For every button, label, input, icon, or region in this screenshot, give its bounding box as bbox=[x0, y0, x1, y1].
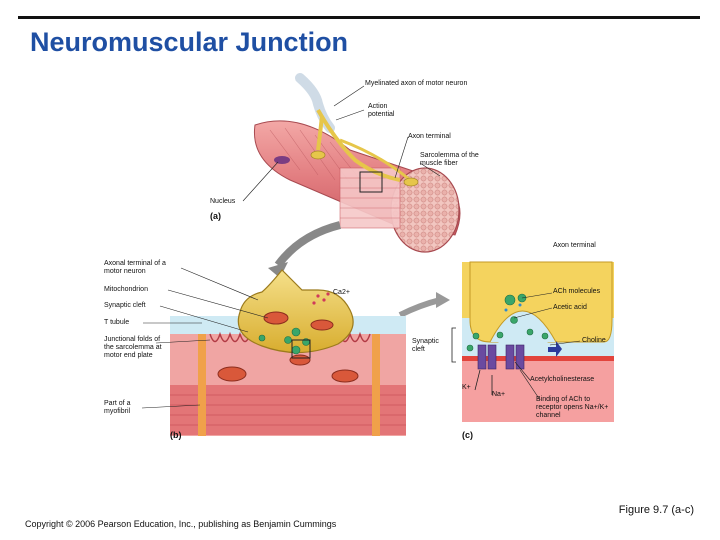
label-nucleus: Nucleus bbox=[210, 198, 236, 205]
axonal-terminal bbox=[237, 269, 354, 354]
nucleus bbox=[274, 156, 290, 164]
mito-terminal-2 bbox=[310, 319, 334, 331]
arrow-b-to-c bbox=[398, 297, 441, 318]
arrow-a-to-b bbox=[274, 221, 342, 268]
panel-b-illustration bbox=[141, 267, 406, 436]
label-junctional-folds: Junctional folds of the sarcolemma at mo… bbox=[104, 336, 162, 359]
label-acetic-acid: Acetic acid bbox=[553, 304, 587, 311]
panel-c-illustration bbox=[451, 261, 614, 422]
panel-a-letter: (a) bbox=[210, 211, 221, 221]
label-synaptic-cleft-c: Synaptic cleft bbox=[412, 338, 439, 353]
label-axon-terminal-c: Axon terminal bbox=[553, 242, 596, 249]
title-rule bbox=[18, 16, 700, 19]
mito-b1 bbox=[217, 366, 247, 382]
zoom-box bbox=[359, 171, 383, 193]
axon-terminal-a1 bbox=[310, 150, 326, 160]
label-axon-terminal-a: Axon terminal bbox=[408, 133, 451, 140]
label-synaptic-cleft-b: Synaptic cleft bbox=[104, 302, 146, 309]
label-binding: Binding of ACh to receptor opens Na+/K+ … bbox=[536, 396, 609, 419]
label-ach-molecules: ACh molecules bbox=[553, 288, 601, 295]
acetylcholinesterase bbox=[548, 341, 562, 357]
label-t-tubule: T tubule bbox=[104, 319, 130, 326]
copyright-notice: Copyright © 2006 Pearson Education, Inc.… bbox=[25, 519, 337, 529]
myofibril-b bbox=[170, 385, 406, 435]
label-sarcolemma: Sarcolemma of the muscle fiber bbox=[420, 152, 479, 167]
label-myelinated-axon: Myelinated axon of motor neuron bbox=[365, 80, 468, 87]
panel-b-letter: (b) bbox=[170, 430, 182, 440]
fiber-cross-section bbox=[390, 167, 460, 253]
postsynaptic-membrane bbox=[462, 356, 614, 361]
label-acetylcholinesterase: Acetylcholinesterase bbox=[530, 376, 595, 383]
label-axonal-terminal: Axonal terminal of a motor neuron bbox=[104, 260, 166, 275]
panel-a-illustration bbox=[242, 73, 461, 318]
mito-terminal-1 bbox=[263, 311, 289, 325]
label-myofibril: Part of a myofibril bbox=[104, 400, 131, 415]
t-tubule-1 bbox=[198, 318, 206, 436]
label-choline: Choline bbox=[582, 337, 606, 344]
label-ca: Ca2+ bbox=[333, 289, 350, 296]
figure-caption: Figure 9.7 (a-c) bbox=[618, 504, 694, 516]
muscle-c bbox=[462, 361, 614, 422]
panel-c-letter: (c) bbox=[462, 430, 473, 440]
label-mitochondrion: Mitochondrion bbox=[104, 286, 148, 293]
t-tubule-2 bbox=[372, 318, 380, 436]
axon-terminal-a2 bbox=[403, 177, 419, 187]
page-title: Neuromuscular Junction bbox=[30, 27, 349, 57]
label-action-potential: Action potential bbox=[368, 103, 395, 118]
label-k: K+ bbox=[462, 384, 471, 391]
axon-branch-2 bbox=[316, 115, 324, 151]
label-na: Na+ bbox=[492, 391, 506, 398]
mito-b2 bbox=[331, 369, 359, 383]
mito-b3 bbox=[289, 354, 311, 366]
axon-branch-1 bbox=[316, 109, 401, 182]
